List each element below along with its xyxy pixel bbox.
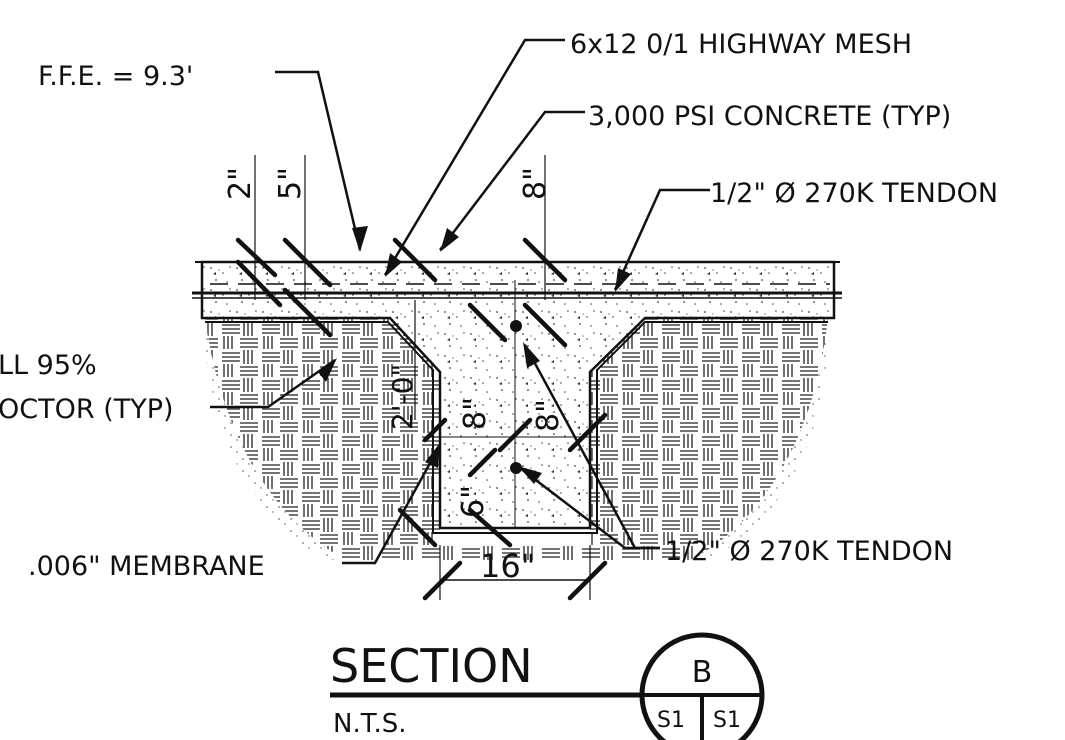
section-title: SECTION <box>330 639 533 693</box>
dim-2in: 2" <box>223 167 258 200</box>
dim-2ft: 2'-0" <box>386 364 419 430</box>
concrete-slab-beam <box>192 260 842 534</box>
leader-arrowheads <box>318 226 631 484</box>
dim-8in-top: 8" <box>518 167 553 200</box>
section-title-block: SECTION N.T.S. B S1 S1 <box>330 632 765 740</box>
detail-letter: B <box>692 655 713 690</box>
tendon-bottom-label: 1/2" Ø 270K TENDON <box>665 536 953 567</box>
sheet-ref-left: S1 <box>657 708 685 733</box>
dim-5in: 5" <box>273 167 308 200</box>
dim-16in: 16" <box>480 547 535 585</box>
ffe-label: F.F.E. = 9.3' <box>38 61 193 92</box>
tendon-top-label: 1/2" Ø 270K TENDON <box>710 178 998 209</box>
compacted-fill <box>205 318 829 560</box>
mesh-label: 6x12 0/1 HIGHWAY MESH <box>570 29 912 60</box>
dim-8in-left: 8" <box>458 397 493 430</box>
concrete-label: 3,000 PSI CONCRETE (TYP) <box>588 101 951 132</box>
fill-label-line1: LL 95% <box>0 350 97 381</box>
fill-label-line2: OCTOR (TYP) <box>0 394 174 425</box>
tendon-dot <box>510 320 522 332</box>
membrane-label: .006" MEMBRANE <box>28 551 265 582</box>
dimension-lines <box>254 155 546 420</box>
dim-8in-right: 8" <box>531 399 566 432</box>
dim-6in: 6" <box>456 485 491 518</box>
tendon-dot <box>510 462 522 474</box>
scale-label: N.T.S. <box>333 709 407 739</box>
leader-lines <box>210 38 710 565</box>
sheet-ref-right: S1 <box>713 708 741 733</box>
